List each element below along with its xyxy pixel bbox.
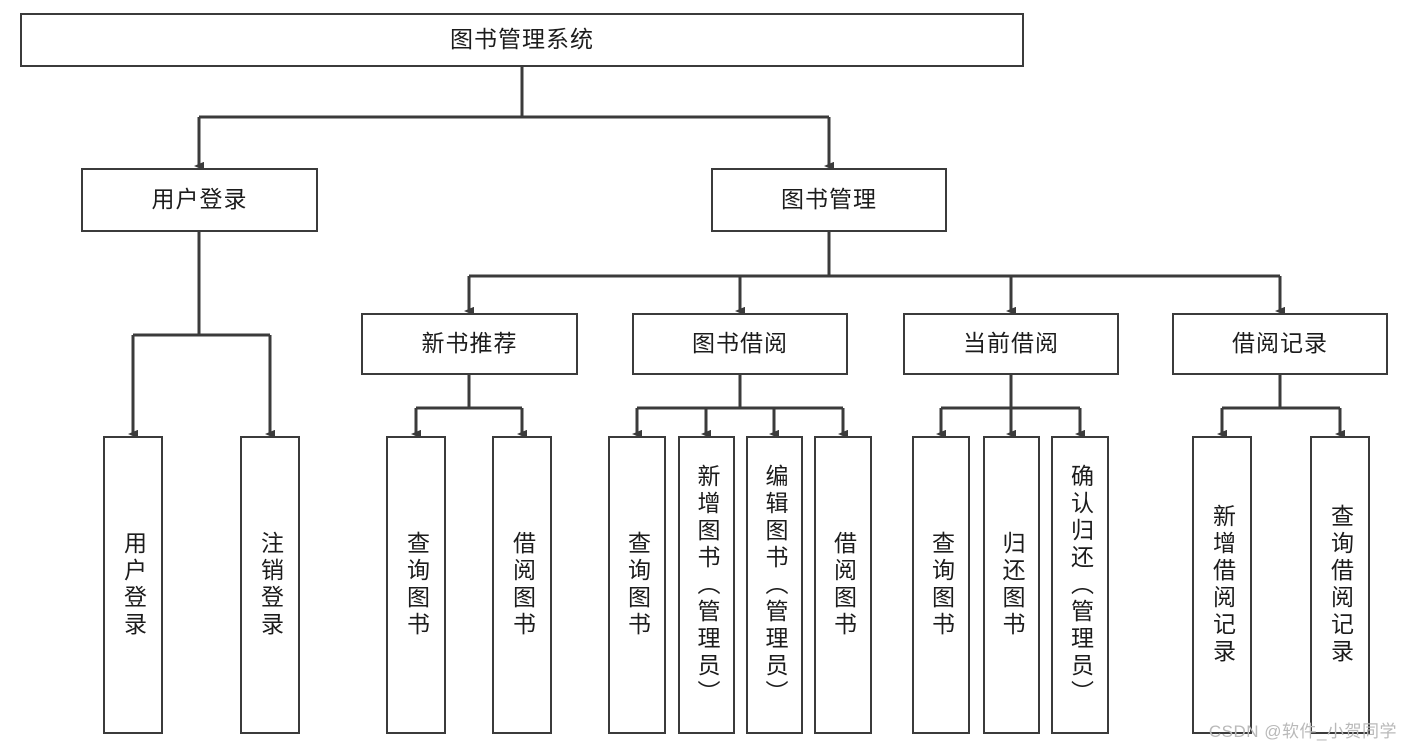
- leaf-new-book-query[interactable]: 查询图书: [386, 436, 446, 734]
- node-new-book-recommend[interactable]: 新书推荐: [361, 313, 578, 375]
- leaf-book-borrow-borrow[interactable]: 借阅图书: [814, 436, 872, 734]
- leaf-user-login-login[interactable]: 用户登录: [103, 436, 163, 734]
- node-user-login[interactable]: 用户登录: [81, 168, 318, 232]
- node-borrow-record[interactable]: 借阅记录: [1172, 313, 1388, 375]
- leaf-new-book-borrow[interactable]: 借阅图书: [492, 436, 552, 734]
- node-label: 查询借阅记录: [1327, 504, 1354, 666]
- node-label: 借阅图书: [509, 531, 536, 639]
- node-label: 查询图书: [928, 531, 955, 639]
- leaf-book-borrow-query[interactable]: 查询图书: [608, 436, 666, 734]
- node-label: 借阅记录: [1232, 330, 1328, 357]
- leaf-book-borrow-add[interactable]: 新增图书（管理员）: [678, 436, 735, 734]
- leaf-borrow-record-query[interactable]: 查询借阅记录: [1310, 436, 1370, 734]
- leaf-current-borrow-confirm-return[interactable]: 确认归还（管理员）: [1051, 436, 1109, 734]
- node-label: 图书管理系统: [450, 26, 594, 53]
- leaf-current-borrow-query[interactable]: 查询图书: [912, 436, 970, 734]
- node-label: 新书推荐: [421, 330, 518, 357]
- leaf-user-login-logout[interactable]: 注销登录: [240, 436, 300, 734]
- node-label: 图书借阅: [692, 330, 788, 357]
- node-label: 确认归还（管理员）: [1067, 463, 1094, 707]
- node-label: 查询图书: [403, 531, 430, 639]
- node-label: 用户登录: [120, 531, 147, 639]
- node-label: 注销登录: [257, 531, 284, 639]
- node-label: 用户登录: [151, 186, 248, 213]
- node-label: 查询图书: [624, 531, 651, 639]
- node-current-borrow[interactable]: 当前借阅: [903, 313, 1119, 375]
- node-book-borrow[interactable]: 图书借阅: [632, 313, 848, 375]
- leaf-borrow-record-add[interactable]: 新增借阅记录: [1192, 436, 1252, 734]
- node-label: 图书管理: [781, 186, 877, 213]
- node-root-book-management-system[interactable]: 图书管理系统: [20, 13, 1024, 67]
- node-label: 归还图书: [999, 531, 1025, 639]
- csdn-watermark: CSDN @软件_小贺同学: [1208, 722, 1397, 741]
- leaf-current-borrow-return[interactable]: 归还图书: [983, 436, 1040, 734]
- node-book-management[interactable]: 图书管理: [711, 168, 947, 232]
- node-label: 新增借阅记录: [1209, 504, 1236, 666]
- node-label: 新增图书（管理员）: [694, 463, 720, 707]
- node-label: 借阅图书: [830, 531, 857, 639]
- node-label: 编辑图书（管理员）: [762, 463, 788, 707]
- leaf-book-borrow-edit[interactable]: 编辑图书（管理员）: [746, 436, 803, 734]
- node-label: 当前借阅: [963, 330, 1059, 357]
